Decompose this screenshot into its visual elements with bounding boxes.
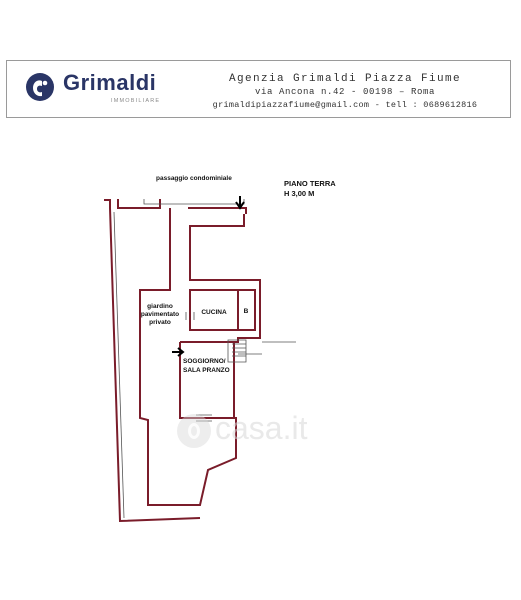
stair-lines (227, 339, 247, 363)
lot-boundary (104, 199, 201, 523)
window-kitchen (185, 312, 195, 320)
floor-title: PIANO TERRA (284, 179, 336, 188)
living-label-2: SALA PRANZO (183, 367, 230, 374)
casa-watermark: casa.it (175, 408, 355, 458)
building-outline (139, 208, 261, 506)
brand-subtitle: IMMOBILIARE (111, 98, 161, 104)
entrance-arrow-living (172, 347, 185, 357)
kitchen-walls (189, 289, 256, 331)
grimaldi-logo-icon (26, 73, 54, 101)
garden-label-3: privato (149, 319, 171, 326)
bath-label: B (244, 308, 249, 315)
passage-label: passaggio condominiale (156, 175, 232, 182)
living-label-1: SOGGIORNO/ (183, 358, 226, 365)
terrace-line (238, 341, 296, 355)
passage-wall (117, 199, 161, 209)
brand-name: Grimaldi (63, 70, 157, 95)
garden-label-1: giardino (147, 303, 173, 310)
floor-plan: passaggio condominiale PIANO TERRA H 3,0… (104, 175, 336, 523)
agency-contact: grimaldipiazzafiume@gmail.com - tell : 0… (212, 100, 478, 110)
ceiling-height: H 3,00 M (284, 189, 314, 198)
garden-label-2: pavimentato (141, 311, 179, 318)
north-wall (188, 207, 247, 214)
entrance-arrow-north (235, 196, 245, 210)
lot-inner-line (113, 211, 125, 519)
agency-name: Agenzia Grimaldi Piazza Fiume (228, 73, 462, 85)
casa-logo-icon (177, 414, 211, 448)
agency-address: via Ancona n.42 - 00198 – Roma (254, 87, 436, 97)
passage-outline (143, 199, 245, 205)
kitchen-label: CUCINA (201, 309, 227, 316)
watermark-text: casa.it (215, 410, 308, 446)
agency-header: Grimaldi IMMOBILIARE Agenzia Grimaldi Pi… (6, 60, 511, 118)
living-room-walls (179, 341, 234, 419)
window-living (196, 414, 212, 422)
